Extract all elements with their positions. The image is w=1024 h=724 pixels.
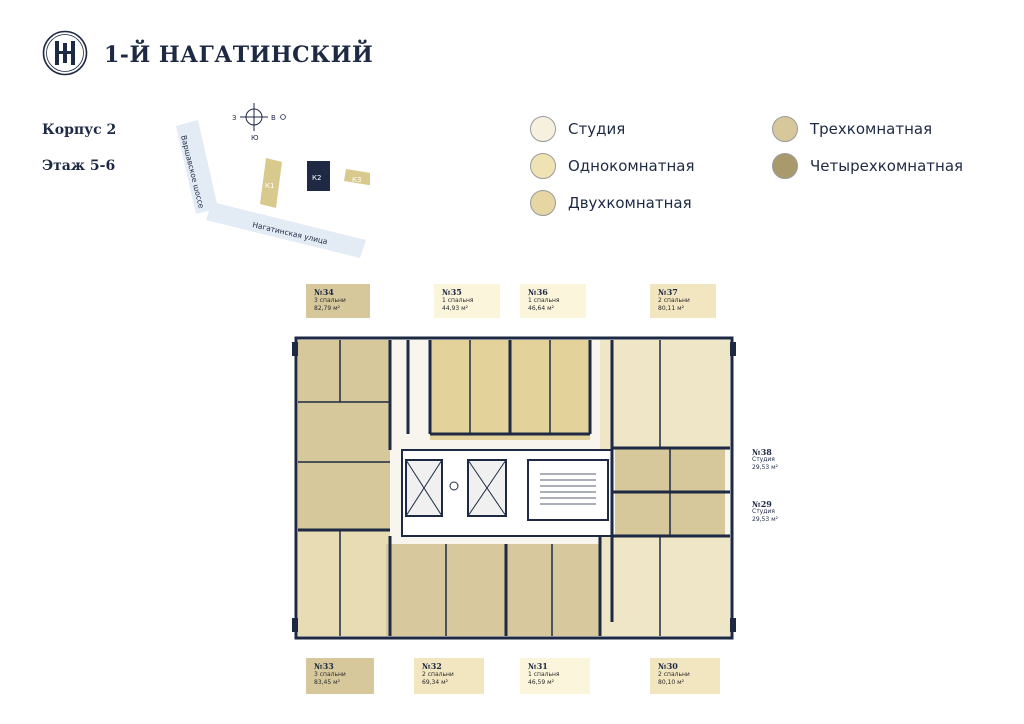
apt-30-zone [600, 536, 730, 636]
apt-area: 80,10 м² [658, 679, 685, 686]
apt-rooms: 1 спальня [528, 671, 560, 678]
apt-rooms: 3 спальни [314, 297, 346, 304]
apt-33-zone [298, 530, 390, 636]
apt-rooms: 2 спальни [422, 671, 454, 678]
apt-card-34[interactable]: №34 3 спальни 82,79 м² [306, 284, 370, 318]
legend-col-2: Трехкомнатная Четырехкомнатная [772, 116, 963, 179]
block-k1-label: К1 [265, 182, 274, 190]
apt-card-33[interactable]: №33 3 спальни 83,45 м² [306, 658, 374, 694]
compass-icon: З В Ю [232, 103, 286, 142]
legend-swatch [530, 190, 556, 216]
compass-east: В [271, 114, 276, 122]
apt-area: 29,53 м² [752, 464, 779, 471]
compass-west: З [232, 114, 237, 122]
legend-item-studio: Студия [530, 116, 694, 142]
apt-card-30[interactable]: №30 2 спальни 80,10 м² [650, 658, 720, 694]
block-k3-label: К3 [352, 176, 361, 184]
apt-area: 83,45 м² [314, 679, 341, 686]
apt-number: №31 [528, 661, 548, 671]
floor-label: Этаж 5-6 [42, 158, 116, 174]
apt-rooms: 3 спальни [314, 671, 346, 678]
legend-item-one-room: Однокомнатная [530, 153, 694, 179]
compass-south: Ю [251, 134, 259, 142]
legend-label: Однокомнатная [568, 157, 695, 175]
apt-rooms: 1 спальня [528, 297, 560, 304]
apt-number: №33 [314, 661, 334, 671]
legend-item-two-room: Двухкомнатная [530, 190, 694, 216]
legend-item-four-room: Четырехкомнатная [772, 153, 963, 179]
brand-logo-icon [42, 30, 88, 76]
apt-card-37[interactable]: №37 2 спальни 80,11 м² [650, 284, 716, 318]
apt-card-35[interactable]: №35 1 спальня 44,93 м² [434, 284, 500, 318]
apt-card-32[interactable]: №32 2 спальни 69,34 м² [414, 658, 484, 694]
legend-swatch [530, 116, 556, 142]
legend-item-three-room: Трехкомнатная [772, 116, 963, 142]
apt-card-29[interactable]: №29 Студия 29,53 м² [752, 500, 778, 524]
legend-swatch [530, 153, 556, 179]
block-k2-label: К2 [312, 174, 321, 182]
apt-37-zone [600, 340, 730, 450]
apt-number: №34 [314, 287, 334, 297]
apt-area: 29,53 м² [752, 516, 779, 523]
apt-number: №32 [422, 661, 442, 671]
apt-number: №30 [658, 661, 678, 671]
apt-area: 46,59 м² [528, 679, 555, 686]
brand-name: 1-Й НАГАТИНСКИЙ [104, 42, 374, 68]
apt-rooms: 1 спальня [442, 297, 474, 304]
apt-number: №35 [442, 287, 462, 297]
apt-rooms: Студия [752, 508, 775, 515]
apt-31-zone [506, 544, 600, 636]
apt-number: №37 [658, 287, 678, 297]
site-map: З В Ю Варшавское шоссе Нагатинская улица… [176, 103, 370, 258]
apt-area: 46,64 м² [528, 305, 555, 312]
apt-card-38[interactable]: №38 Студия 29,53 м² [752, 448, 778, 472]
legend-label: Трехкомнатная [810, 120, 933, 138]
apt-card-36[interactable]: №36 1 спальня 46,64 м² [520, 284, 586, 318]
apt-rooms: 2 спальни [658, 297, 690, 304]
apt-number: №36 [528, 287, 548, 297]
apt-area: 44,93 м² [442, 305, 469, 312]
legend-col-1: Студия Однокомнатная Двухкомнатная [530, 116, 694, 216]
apt-number: №29 [752, 499, 772, 509]
apt-area: 82,79 м² [314, 305, 341, 312]
apt-34-zone [298, 340, 390, 530]
building-label: Корпус 2 [42, 122, 117, 138]
legend-swatch [772, 153, 798, 179]
floor-plan [292, 336, 736, 640]
apt-area: 80,11 м² [658, 305, 685, 312]
apt-rooms: Студия [752, 456, 775, 463]
legend-label: Двухкомнатная [568, 194, 692, 212]
legend-label: Студия [568, 120, 626, 138]
apt-number: №38 [752, 447, 772, 457]
apt-card-31[interactable]: №31 1 спальня 46,59 м² [520, 658, 590, 694]
legend-label: Четырехкомнатная [810, 157, 964, 175]
legend-swatch [772, 116, 798, 142]
apt-area: 69,34 м² [422, 679, 449, 686]
apt-rooms: 2 спальни [658, 671, 690, 678]
